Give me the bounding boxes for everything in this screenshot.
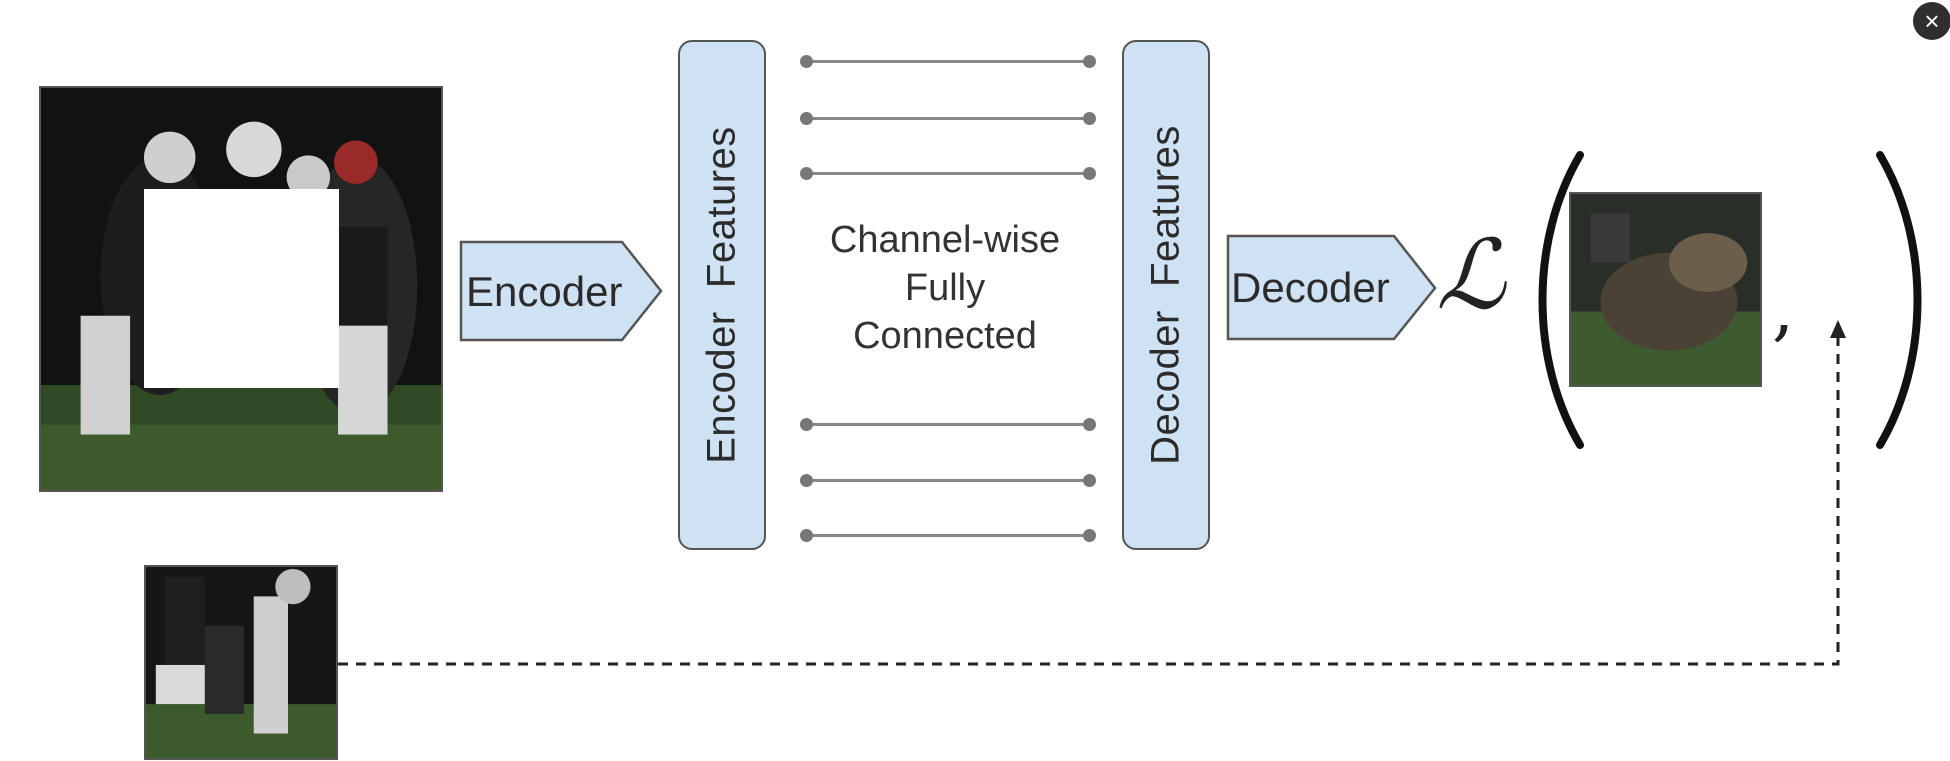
reconstruction-illustration: [1571, 194, 1760, 385]
ground-truth-patch: [144, 565, 338, 760]
input-image-masked: [39, 86, 443, 492]
decoder-features-block: Decoder Features: [1122, 40, 1210, 550]
comma-separator: ,: [1772, 268, 1795, 350]
close-button[interactable]: ×: [1913, 2, 1950, 40]
patch-illustration: [146, 567, 336, 758]
masked-region: [144, 189, 339, 388]
fc-line-1: Channel-wise: [829, 219, 1061, 261]
fc-connection: [800, 474, 1096, 487]
fc-line-3: Connected: [853, 315, 1037, 357]
fc-connection: [800, 529, 1096, 542]
encoder-features-label: Encoder Features: [699, 126, 744, 464]
fc-line-2: Fully: [904, 267, 986, 309]
reconstructed-patch: [1569, 192, 1762, 387]
encoder-features-block: Encoder Features: [678, 40, 766, 550]
fc-connection: [800, 167, 1096, 180]
close-icon: ×: [1924, 6, 1940, 36]
fc-connection: [800, 112, 1096, 125]
decoder-features-label: Decoder Features: [1143, 125, 1188, 465]
arrowhead-icon: [1830, 320, 1846, 338]
loss-symbol: ℒ: [1436, 219, 1506, 331]
decoder-label: Decoder: [1231, 264, 1390, 311]
fc-connection: [800, 418, 1096, 431]
fc-connection: [800, 55, 1096, 68]
right-parenthesis: [1876, 151, 1922, 449]
channel-wise-fc-label: Channel-wise Fully Connected: [800, 216, 1090, 360]
encoder-label: Encoder: [466, 267, 623, 315]
